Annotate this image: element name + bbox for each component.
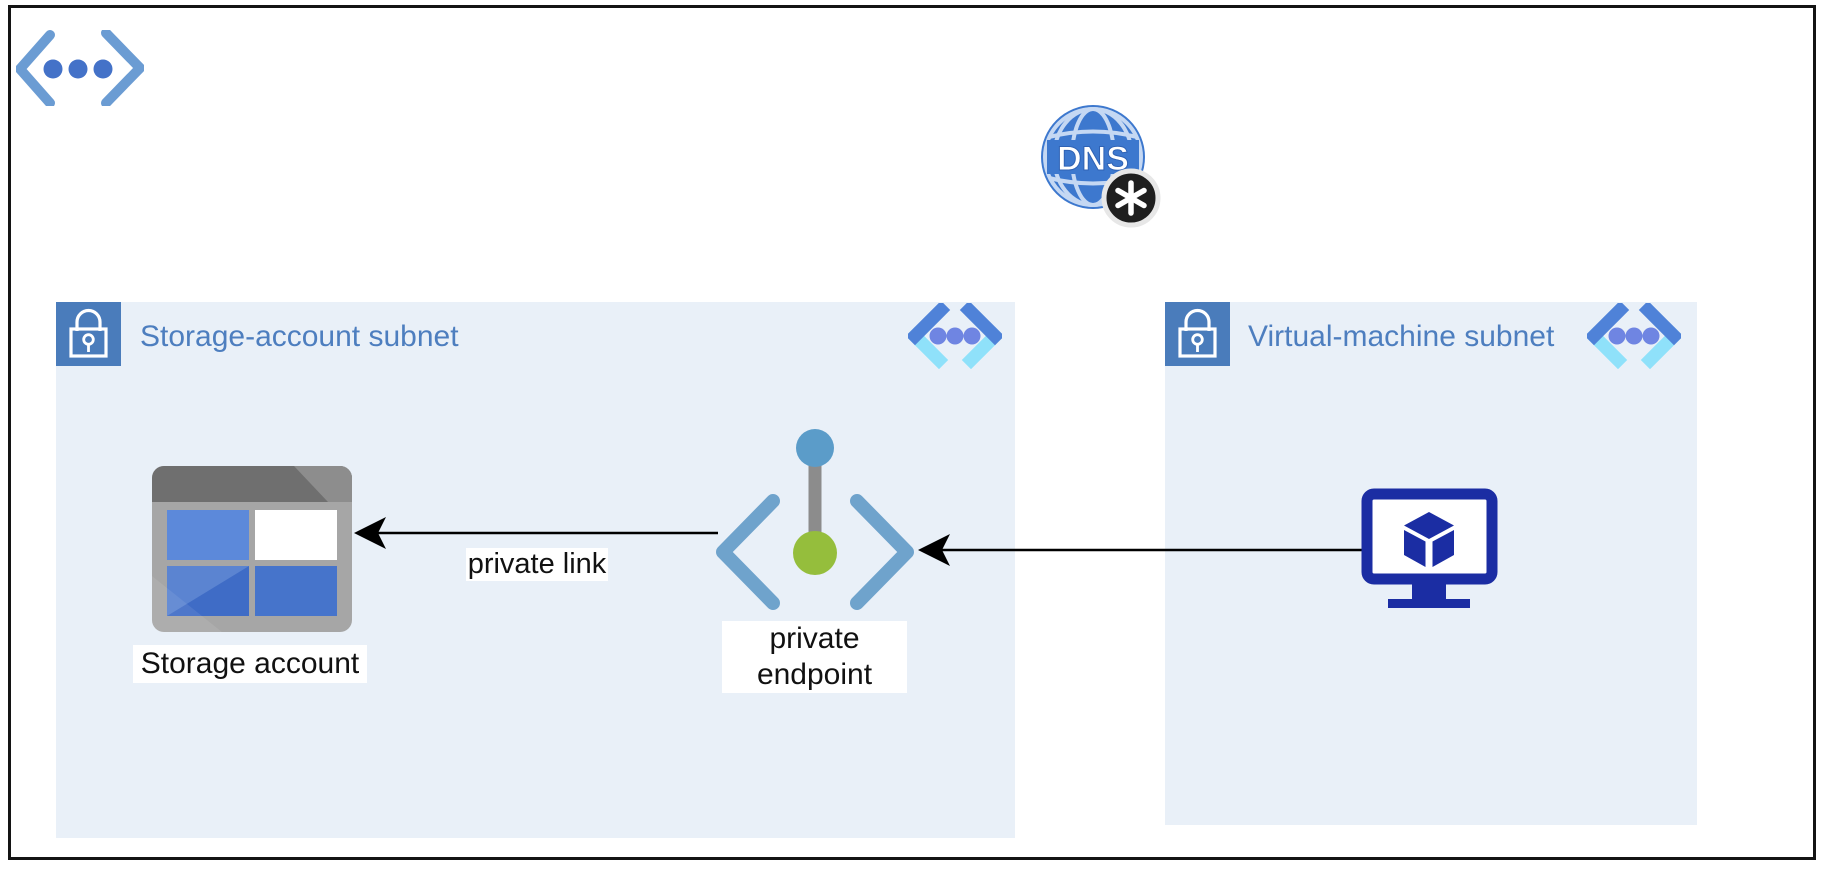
virtual-network-icon	[16, 30, 144, 106]
private-link-label: private link	[466, 548, 608, 581]
storage-account-icon	[152, 466, 352, 632]
vm-subnet-title: Virtual-machine subnet	[1248, 320, 1555, 353]
nsg-lock-icon	[56, 302, 121, 366]
dns-label: DNS	[1057, 140, 1129, 178]
storage-subnet-title: Storage-account subnet	[140, 320, 459, 353]
storage-account-label: Storage account	[133, 645, 367, 683]
private-endpoint-label: private endpoint	[722, 621, 907, 693]
private-endpoint-icon	[716, 429, 914, 610]
cube-icon	[1404, 512, 1454, 567]
subnet-icon	[1587, 303, 1681, 369]
virtual-machine-icon	[1361, 488, 1498, 608]
subnet-icon	[908, 303, 1002, 369]
asterisk-badge-icon	[1101, 168, 1161, 228]
diagram-border	[8, 5, 1816, 860]
dns-icon: DNS	[1041, 105, 1161, 228]
nsg-lock-icon	[1165, 302, 1230, 366]
globe-icon: DNS	[1041, 105, 1145, 209]
